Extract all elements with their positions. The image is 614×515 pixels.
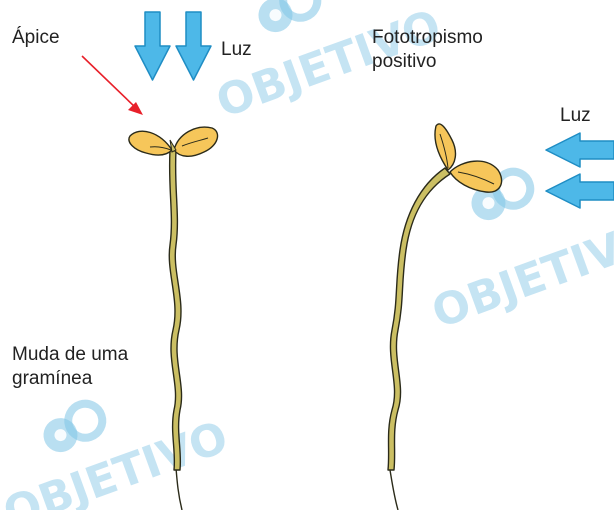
seedling-straight: [128, 126, 219, 511]
watermark-logo-top: [252, 0, 323, 37]
apex-label: Ápice: [12, 27, 60, 48]
light-top-label: Luz: [221, 39, 252, 60]
seedling-stem: [168, 149, 183, 471]
seedling-stem: [387, 167, 451, 471]
left-arrow-icon: [545, 173, 614, 209]
down-arrow-icon: [175, 11, 212, 81]
seedling-bent: [387, 123, 503, 511]
phototropism-label-line2: positivo: [372, 51, 437, 72]
watermark-text-bottom: OBJETIVO: [0, 412, 235, 510]
seedling-label-line2: gramínea: [12, 368, 93, 389]
down-arrow-icon: [134, 11, 171, 81]
light-side-label: Luz: [560, 105, 591, 126]
seedling-root: [389, 469, 399, 511]
red-pointer-arrow-icon: [81, 55, 143, 115]
seedling-leaf-upper: [434, 123, 457, 171]
watermark-logo-bottom: [37, 399, 108, 456]
phototropism-label-line1: Fototropismo: [372, 27, 483, 48]
seedling-label-line1: Muda de uma: [12, 344, 129, 365]
seedling-leaf-left: [128, 130, 173, 156]
watermark-text-right: OBJETIVO: [426, 211, 614, 339]
seedling-root: [175, 467, 183, 511]
left-arrow-icon: [545, 132, 614, 168]
